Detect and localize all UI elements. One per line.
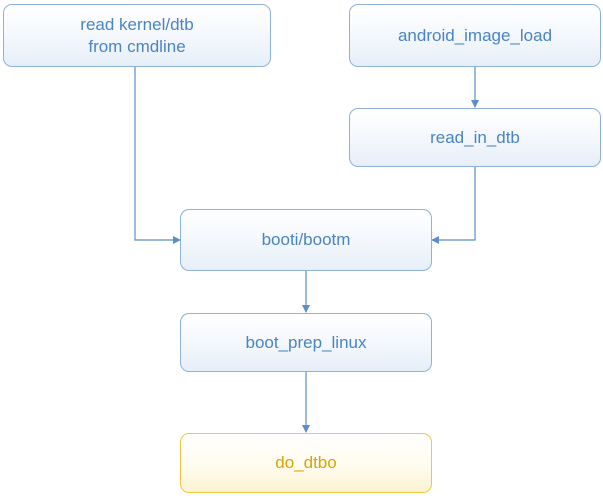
node-label: read_in_dtb <box>430 127 520 147</box>
node-android-image-load: android_image_load <box>349 4 601 67</box>
node-do-dtbo: do_dtbo <box>180 433 432 493</box>
node-label: android_image_load <box>397 25 553 45</box>
node-label: boot_prep_linux <box>245 332 367 352</box>
node-read-in-dtb: read_in_dtb <box>349 108 601 167</box>
node-label: booti/bootm <box>261 230 351 249</box>
node-read-kernel-dtb-from-cmdline: read kernel/dtb from cmdline <box>3 4 271 67</box>
node-label: do_dtbo <box>275 453 337 472</box>
node-label-line-1: read kernel/dtb <box>80 14 194 34</box>
node-label-line-2: from cmdline <box>88 36 186 56</box>
node-booti-bootm: booti/bootm <box>180 209 432 271</box>
edge-read-cmdline-to-booti <box>134 67 181 244</box>
edge-read-in-dtb-to-booti <box>431 167 476 244</box>
node-boot-prep-linux: boot_prep_linux <box>180 313 432 372</box>
